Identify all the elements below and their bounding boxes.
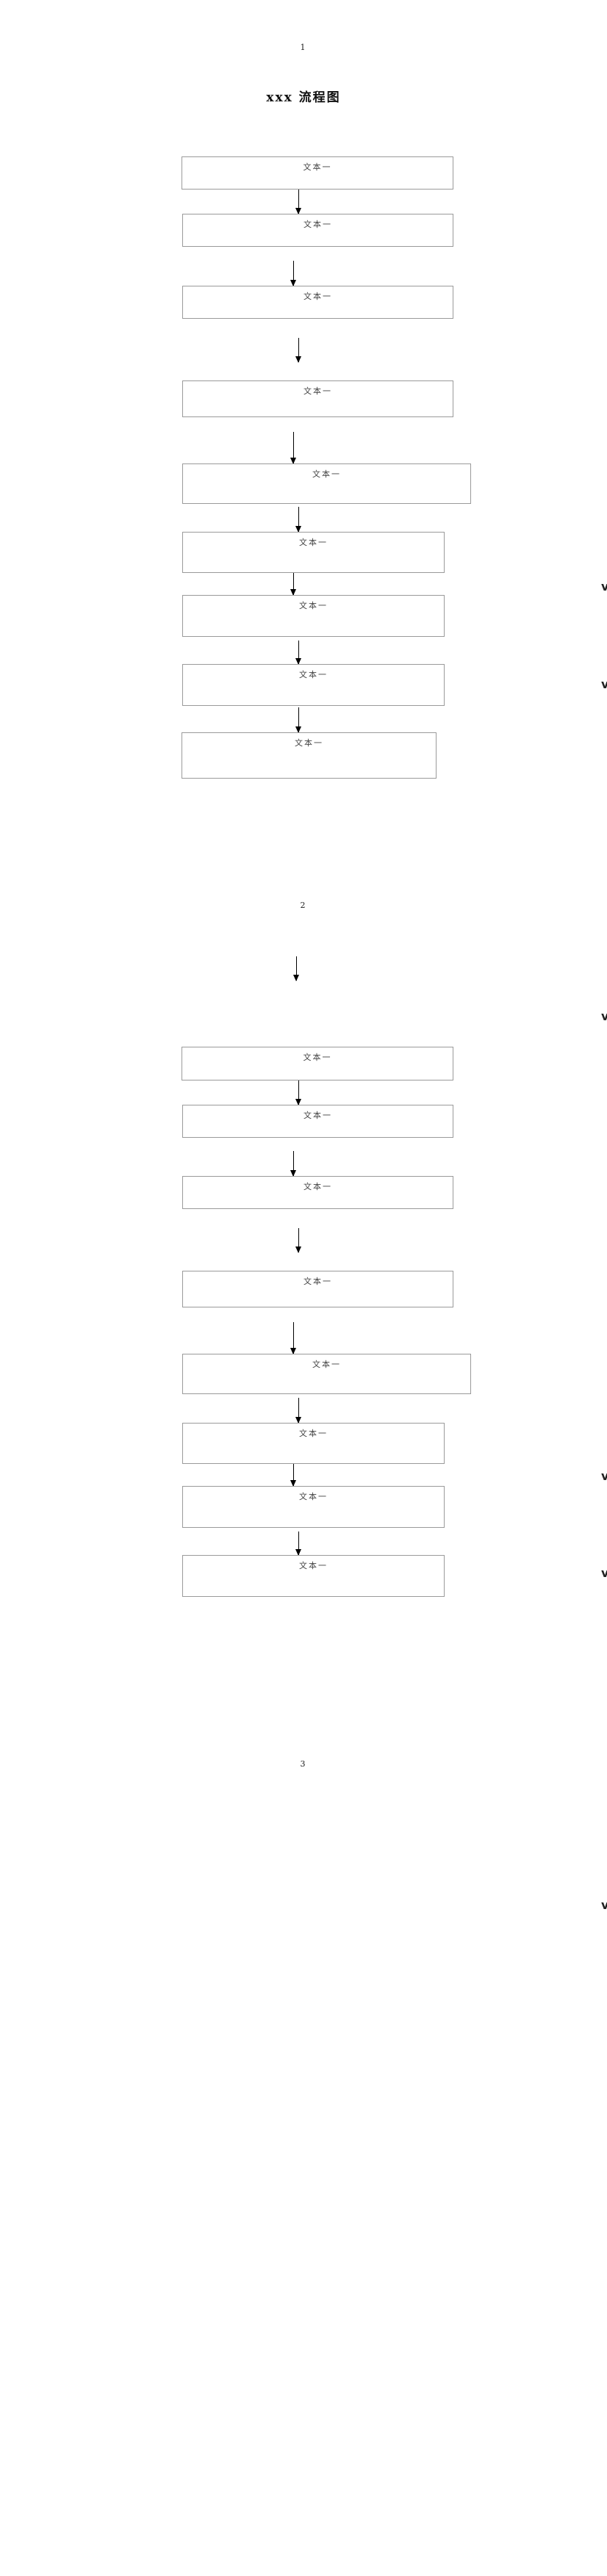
page-number-2: 2 (300, 901, 306, 910)
flow-box-label: 文本一 (304, 1182, 332, 1191)
margin-mark: v (601, 1566, 607, 1580)
flow-arrow (295, 1080, 301, 1105)
flow-box-label: 文本一 (299, 670, 328, 679)
margin-mark: v (601, 677, 607, 691)
flow-box-p2-6: 文本一 (182, 1423, 445, 1464)
flow-box-label: 文本一 (303, 162, 332, 172)
flow-box-label: 文本一 (299, 538, 328, 547)
flow-box-p2-3: 文本一 (182, 1176, 453, 1209)
flow-box-p2-8: 文本一 (182, 1555, 445, 1597)
flow-box-8: 文本一 (182, 664, 445, 706)
flow-box-p2-7: 文本一 (182, 1486, 445, 1528)
flow-arrow (290, 1151, 296, 1177)
flow-box-9: 文本一 (182, 732, 437, 779)
flow-arrow (290, 573, 296, 596)
flow-arrow (295, 1531, 301, 1556)
flow-box-label: 文本一 (312, 469, 341, 479)
flow-box-label: 文本一 (304, 1277, 332, 1286)
flow-box-label: 文本一 (304, 386, 332, 396)
flow-arrow (290, 432, 296, 464)
flow-box-label: 文本一 (299, 1561, 328, 1570)
flow-arrow (293, 956, 299, 981)
flow-box-label: 文本一 (295, 738, 323, 748)
flow-arrow (295, 1228, 301, 1253)
flow-box-label: 文本一 (304, 292, 332, 301)
flow-arrow (290, 1464, 296, 1487)
flow-arrow (295, 190, 301, 214)
flow-box-1: 文本一 (182, 156, 453, 190)
flow-box-label: 文本一 (312, 1360, 341, 1369)
page-title: xxx 流程图 (266, 90, 341, 105)
flow-arrow (295, 707, 301, 733)
flow-box-label: 文本一 (303, 1053, 332, 1062)
margin-mark: v (601, 1009, 607, 1023)
flow-box-label: 文本一 (299, 1492, 328, 1501)
flow-box-label: 文本一 (304, 220, 332, 229)
flow-box-label: 文本一 (304, 1111, 332, 1120)
margin-mark: v (601, 1469, 607, 1483)
margin-mark: v (601, 580, 607, 594)
flow-box-6: 文本一 (182, 532, 445, 573)
flow-box-label: 文本一 (299, 1429, 328, 1438)
flow-box-p2-4: 文本一 (182, 1271, 453, 1307)
flow-arrow (295, 338, 301, 363)
flow-arrow (290, 1322, 296, 1354)
flow-box-7: 文本一 (182, 595, 445, 637)
flow-box-p2-2: 文本一 (182, 1105, 453, 1138)
flow-box-p2-5: 文本一 (182, 1354, 471, 1394)
flow-box-p2-1: 文本一 (182, 1047, 453, 1080)
page-number-3: 3 (300, 1759, 306, 1769)
flow-box-5: 文本一 (182, 463, 471, 504)
flow-box-label: 文本一 (299, 601, 328, 610)
flow-arrow (290, 261, 296, 286)
margin-mark: v (601, 1898, 607, 1912)
page-number-1: 1 (300, 43, 306, 52)
flow-box-3: 文本一 (182, 286, 453, 319)
flow-arrow (295, 1398, 301, 1424)
flow-arrow (295, 641, 301, 665)
flow-box-4: 文本一 (182, 380, 453, 417)
flow-arrow (295, 507, 301, 533)
flow-box-2: 文本一 (182, 214, 453, 247)
